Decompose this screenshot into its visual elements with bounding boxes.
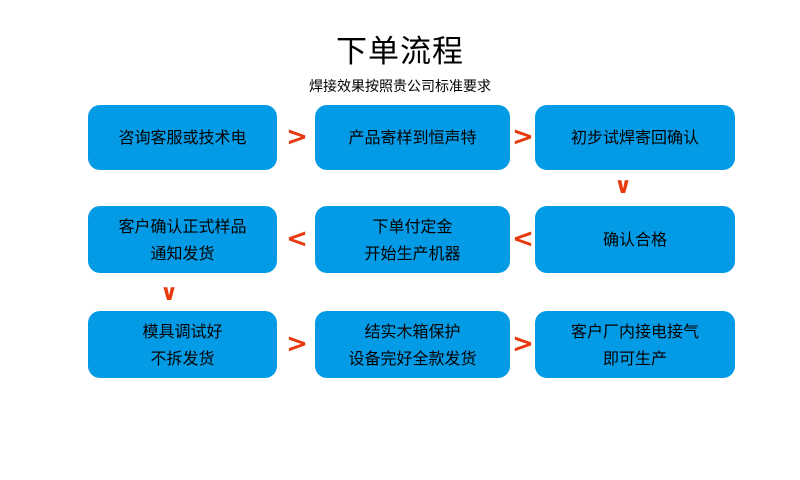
flow-node-label-line2: 不拆发货 bbox=[150, 348, 215, 368]
flow-node-label-line1: 确认合格 bbox=[602, 230, 667, 249]
flow-node-wooden-case-protection[interactable]: 结实木箱保护 设备完好全款发货 bbox=[315, 311, 510, 378]
flow-node-send-sample[interactable]: 产品寄样到恒声特 bbox=[315, 105, 510, 170]
arrow-down-icon-left: ∨ bbox=[160, 281, 178, 306]
flow-node-label-line2: 即可生产 bbox=[602, 348, 667, 368]
arrow-right-icon-row1-b: > bbox=[512, 122, 534, 152]
flow-node-trial-weld-return[interactable]: 初步试焊寄回确认 bbox=[535, 105, 735, 170]
flow-node-customer-confirm-sample[interactable]: 客户确认正式样品 通知发货 bbox=[88, 206, 277, 273]
flow-node-consult-service[interactable]: 咨询客服或技术电 bbox=[88, 105, 277, 170]
flow-node-label-line1: 下单付定金 bbox=[372, 216, 453, 236]
flow-node-confirm-qualified[interactable]: 确认合格 bbox=[535, 206, 735, 273]
arrow-left-icon-row2-b: < bbox=[512, 224, 534, 254]
flow-node-label-line1: 结实木箱保护 bbox=[364, 321, 461, 341]
flow-node-label-line2: 设备完好全款发货 bbox=[348, 348, 477, 368]
arrow-right-icon-row3-a: > bbox=[286, 329, 308, 359]
flow-node-onsite-power-ready[interactable]: 客户厂内接电接气 即可生产 bbox=[535, 311, 735, 378]
flow-node-label-line1: 咨询客服或技术电 bbox=[118, 128, 247, 147]
flow-node-label-line1: 客户确认正式样品 bbox=[118, 216, 247, 236]
arrow-right-icon-row1-a: > bbox=[286, 122, 308, 152]
flow-node-label-line1: 产品寄样到恒声特 bbox=[348, 128, 477, 147]
page-subtitle: 焊接效果按照贵公司标准要求 bbox=[309, 79, 491, 95]
flow-node-label-line2: 开始生产机器 bbox=[364, 243, 461, 263]
arrow-down-icon-right: ∨ bbox=[614, 174, 632, 199]
flow-node-label-line1: 客户厂内接电接气 bbox=[570, 321, 699, 341]
flow-node-label-line1: 初步试焊寄回确认 bbox=[570, 128, 699, 147]
flow-node-label-line2: 通知发货 bbox=[150, 243, 215, 263]
arrow-right-icon-row3-b: > bbox=[512, 329, 534, 359]
flow-node-deposit-production[interactable]: 下单付定金 开始生产机器 bbox=[315, 206, 510, 273]
flow-node-label-line1: 模具调试好 bbox=[142, 321, 223, 341]
arrow-left-icon-row2-a: < bbox=[286, 224, 308, 254]
flow-node-mold-debug-ship[interactable]: 模具调试好 不拆发货 bbox=[88, 311, 277, 378]
page-title: 下单流程 bbox=[336, 34, 464, 70]
